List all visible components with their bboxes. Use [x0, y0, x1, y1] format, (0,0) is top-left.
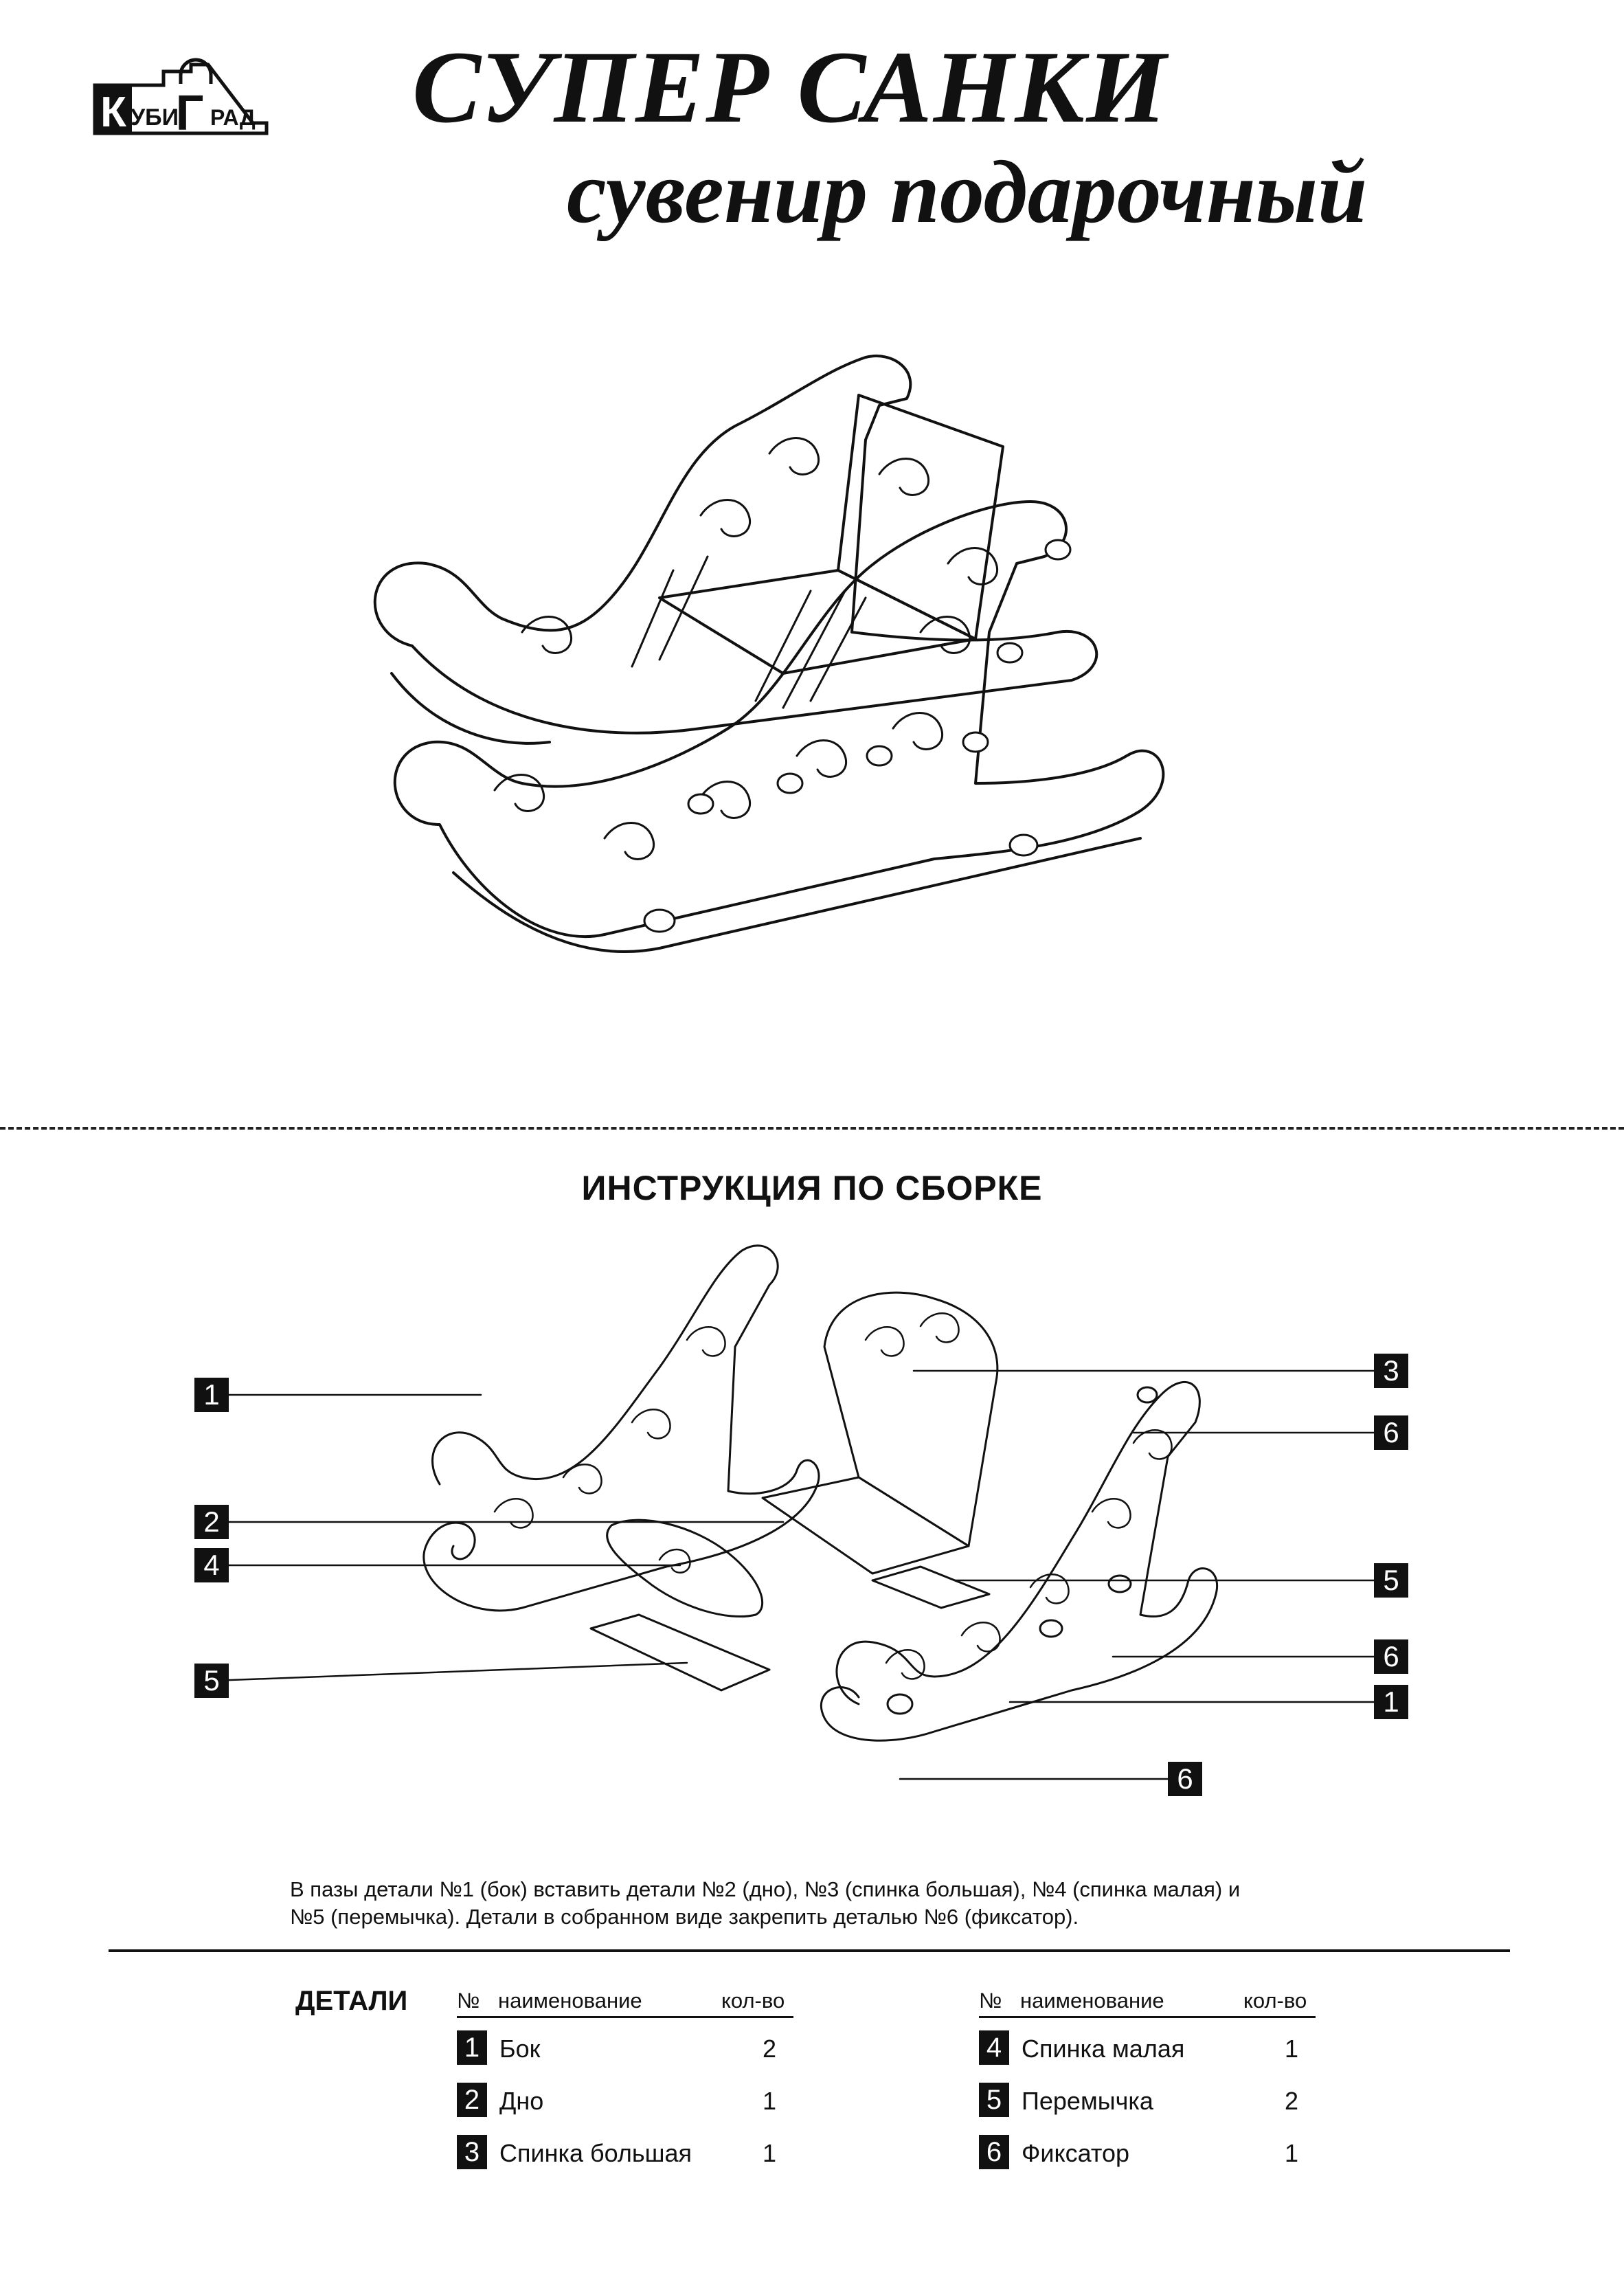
logo-letter-k: К [100, 89, 126, 136]
page-subtitle: сувенир подарочный [567, 143, 1368, 242]
callout-5-left: 5 [194, 1664, 229, 1698]
part-name: Перемычка [1022, 2087, 1153, 2115]
parts-table-header: № наименование кол-во [457, 1986, 793, 2018]
cut-line [0, 1127, 1624, 1130]
part-qty: 1 [763, 2139, 777, 2167]
part-bridge-upper [871, 1565, 991, 1609]
part-number: 4 [979, 2030, 1009, 2065]
parts-table-header: № наименование кол-во [979, 1986, 1316, 2018]
parts-table-left: № наименование кол-во 1 Бок 2 2 Дно 1 3 … [457, 1986, 793, 2175]
callout-6-top: 6 [1374, 1415, 1408, 1450]
sleigh-illustration [373, 355, 1165, 954]
part-qty: 2 [763, 2035, 777, 2063]
callout-1-right: 1 [1374, 1685, 1408, 1719]
callout-5-right: 5 [1374, 1563, 1408, 1598]
parts-label: ДЕТАЛИ [295, 1986, 408, 2016]
header-name: наименование [1020, 1989, 1164, 2013]
page-title: СУПЕР САНКИ [412, 30, 1168, 144]
parts-row: 6 Фиксатор 1 [979, 2123, 1316, 2175]
header-no: № [979, 1989, 1002, 2013]
divider [109, 1949, 1510, 1952]
callout-4: 4 [194, 1548, 229, 1582]
part-number: 2 [457, 2083, 487, 2117]
part-number: 6 [979, 2135, 1009, 2169]
part-bridge-lower [589, 1613, 771, 1692]
part-number: 5 [979, 2083, 1009, 2117]
part-number: 3 [457, 2135, 487, 2169]
logo-letter-g: Г [176, 86, 204, 141]
part-qty: 1 [1285, 2035, 1299, 2063]
parts-row: 3 Спинка большая 1 [457, 2123, 793, 2175]
part-name: Бок [499, 2035, 541, 2063]
parts-row: 1 Бок 2 [457, 2018, 793, 2070]
logo-text-rad: РАД [210, 105, 256, 130]
kubigrad-logo: К УБИ Г РАД [93, 58, 269, 141]
assembly-diagram [212, 1244, 1375, 1780]
instructions-line-2: №5 (перемычка). Детали в собранном виде … [290, 1905, 1079, 1929]
parts-row: 5 Перемычка 2 [979, 2070, 1316, 2123]
callout-6-middle: 6 [1374, 1639, 1408, 1674]
part-qty: 1 [1285, 2139, 1299, 2167]
instructions-heading: ИНСТРУКЦИЯ ПО СБОРКЕ [581, 1169, 1043, 1207]
parts-row: 4 Спинка малая 1 [979, 2018, 1316, 2070]
part-side-right [820, 1381, 1219, 1742]
logo-text-ubi: УБИ [131, 104, 179, 131]
part-back-big [823, 1291, 999, 1547]
assembly-instructions: В пазы детали №1 (бок) вставить детали №… [290, 1876, 1389, 1931]
part-name: Фиксатор [1022, 2139, 1129, 2167]
part-name: Дно [499, 2087, 544, 2115]
part-back-small [606, 1519, 764, 1617]
callout-1-left: 1 [194, 1378, 229, 1412]
part-name: Спинка большая [499, 2139, 692, 2167]
parts-row: 2 Дно 1 [457, 2070, 793, 2123]
header-qty: кол-во [721, 1989, 785, 2013]
part-qty: 1 [763, 2087, 777, 2115]
part-side-left [422, 1244, 820, 1612]
header-name: наименование [498, 1989, 642, 2013]
callout-2: 2 [194, 1505, 229, 1539]
part-name: Спинка малая [1022, 2035, 1185, 2063]
callout-6-bottom: 6 [1168, 1762, 1202, 1796]
part-number: 1 [457, 2030, 487, 2065]
callout-3: 3 [1374, 1354, 1408, 1388]
instructions-line-1: В пазы детали №1 (бок) вставить детали №… [290, 1877, 1241, 1901]
parts-table-right: № наименование кол-во 4 Спинка малая 1 5… [979, 1986, 1316, 2175]
part-qty: 2 [1285, 2087, 1299, 2115]
header-no: № [457, 1989, 480, 2013]
part-bottom [761, 1476, 970, 1575]
header-qty: кол-во [1243, 1989, 1307, 2013]
